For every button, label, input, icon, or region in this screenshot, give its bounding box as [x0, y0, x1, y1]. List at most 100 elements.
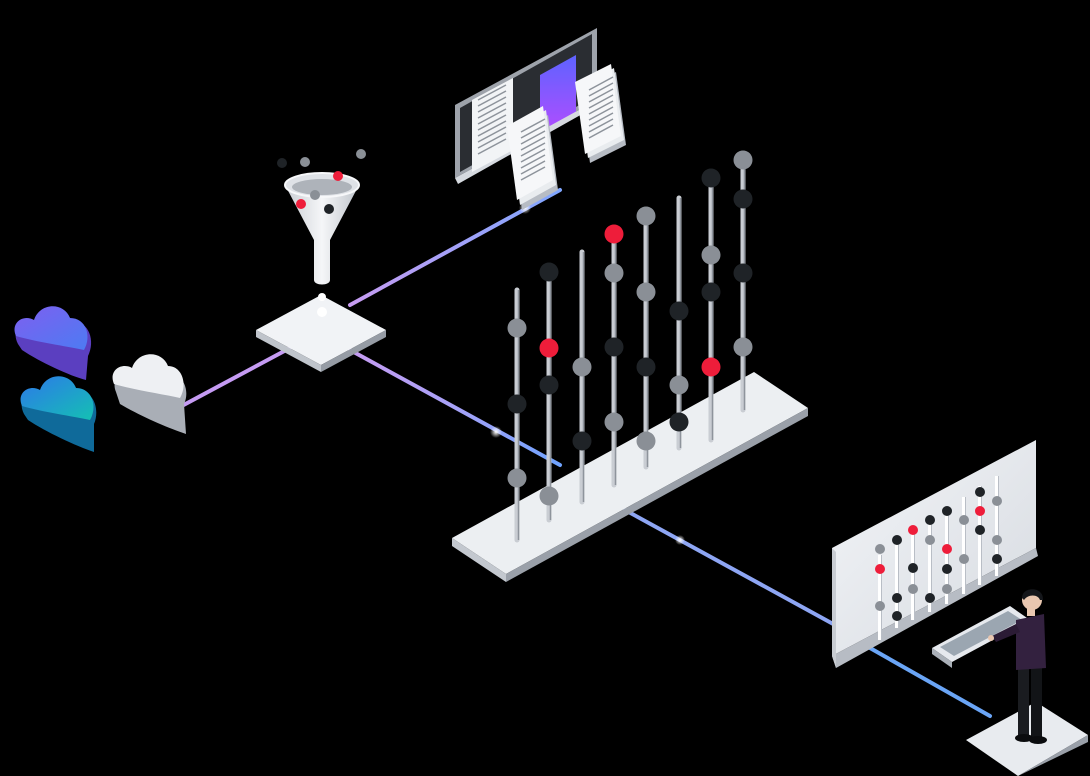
text-line [588, 94, 614, 109]
dashboard-dot [942, 506, 952, 516]
rack-bead [669, 412, 689, 432]
dashboard-dot [925, 593, 935, 603]
rack-bead [701, 245, 721, 265]
data-particle [277, 158, 287, 168]
rack-bead [507, 468, 527, 488]
data-particle [333, 171, 343, 181]
rack-bead [733, 337, 753, 357]
dashboard-dot [975, 487, 985, 497]
text-line [520, 136, 546, 151]
dashboard-dot [892, 593, 902, 603]
text-line [520, 130, 546, 145]
text-line [477, 84, 507, 101]
glow-spark [675, 535, 685, 545]
dashboard-dot [959, 515, 969, 525]
line-rack-to-dashboard [623, 508, 837, 627]
text-line [477, 102, 507, 119]
dashboard-dot [942, 584, 952, 594]
text-line [477, 120, 507, 137]
document-stack-icon [507, 106, 558, 210]
tablet-icon [932, 606, 1030, 668]
text-line [588, 76, 614, 91]
text-line [520, 160, 546, 175]
text-line [477, 126, 507, 143]
rack-bead [733, 150, 753, 170]
rack-bead [507, 394, 527, 414]
funnel-drip [317, 307, 327, 317]
text-line [588, 118, 614, 133]
rack-bead [636, 431, 656, 451]
dashboard-dot [908, 563, 918, 573]
dashboard-dot [925, 535, 935, 545]
rack-bead [539, 375, 559, 395]
dashboard-dot [942, 544, 952, 554]
dashboard-dot [908, 525, 918, 535]
data-pipeline-rack-icon [452, 372, 808, 582]
dashboard-dot [959, 554, 969, 564]
text-line [588, 82, 614, 97]
dashboard-dot [992, 554, 1002, 564]
monitor-screen-highlight [540, 55, 576, 132]
text-line [477, 114, 507, 131]
dashboard-dot [892, 535, 902, 545]
text-line [520, 148, 546, 163]
line-cloud-to-hub [176, 346, 292, 410]
cloud-icon-purple [14, 306, 92, 380]
text-line [477, 138, 507, 155]
data-particle [296, 199, 306, 209]
rack-bead [572, 431, 592, 451]
text-line [520, 142, 546, 157]
text-line [520, 154, 546, 169]
rack-bead [604, 224, 624, 244]
funnel-icon [284, 172, 360, 317]
rack-bead [572, 357, 592, 377]
data-particle [310, 190, 320, 200]
rack-bead [636, 357, 656, 377]
rack-bead [733, 189, 753, 209]
dashboard-dot [892, 611, 902, 621]
document-on-screen [472, 78, 513, 172]
rack-bead [733, 263, 753, 283]
person-icon [966, 589, 1088, 776]
text-line [520, 118, 546, 133]
rack-poles [507, 150, 753, 543]
dashboard-dot [875, 544, 885, 554]
rack-bead [539, 262, 559, 282]
dashboard-dot [875, 564, 885, 574]
glow-spark [490, 426, 502, 438]
text-line [477, 108, 507, 125]
dashboard-dot [875, 601, 885, 611]
text-line [588, 100, 614, 115]
data-particle [324, 204, 334, 214]
dashboard-dot [942, 564, 952, 574]
rack-bead [604, 263, 624, 283]
text-line [588, 106, 614, 121]
document-stack-lines [520, 76, 614, 181]
rack-bead [539, 486, 559, 506]
rack-bead [636, 206, 656, 226]
rack-bead [701, 168, 721, 188]
text-line [588, 112, 614, 127]
rack-bead [636, 282, 656, 302]
dashboard-dot [908, 584, 918, 594]
text-line [477, 90, 507, 107]
rack-bead [669, 375, 689, 395]
rack-bead [539, 338, 559, 358]
dashboard-dot [975, 525, 985, 535]
line-hub-to-rack [348, 348, 562, 467]
line-dashboard-to-person [868, 646, 992, 718]
dashboard-dot [992, 496, 1002, 506]
funnel-drip [318, 293, 326, 301]
text-line [588, 124, 614, 139]
dashboard-dot [925, 515, 935, 525]
dashboard-dot [975, 506, 985, 516]
text-line [520, 166, 546, 181]
rack-bead [507, 318, 527, 338]
cloud-icon-teal [20, 376, 97, 452]
data-particle [300, 157, 310, 167]
text-line [477, 96, 507, 113]
rack-bead [701, 282, 721, 302]
cloud-icon-white [112, 354, 187, 434]
